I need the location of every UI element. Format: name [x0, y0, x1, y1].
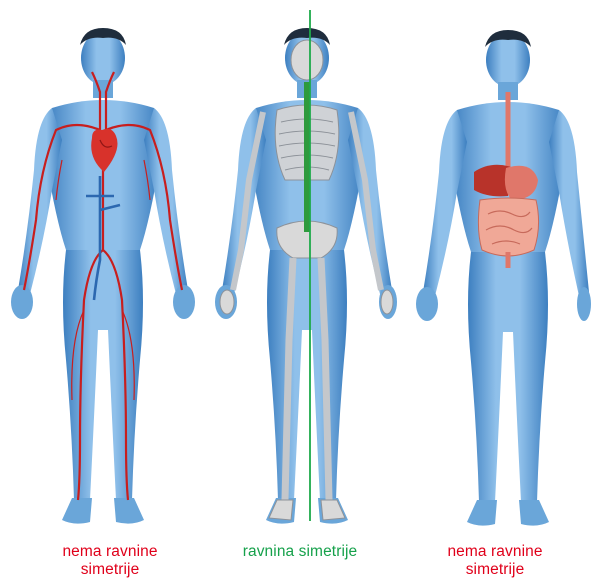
skeletal-system-figure	[197, 0, 397, 540]
caption-digestive-line2: simetrije	[405, 561, 585, 579]
caption-digestive: nema ravnine simetrije	[405, 543, 585, 579]
caption-circulatory: nema ravnine simetrije	[10, 543, 210, 579]
caption-circulatory-line2: simetrije	[10, 561, 210, 579]
caption-skeletal-line1: ravnina simetrije	[205, 543, 395, 561]
body-silhouette	[416, 30, 591, 526]
caption-skeletal: ravnina simetrije	[205, 543, 395, 561]
circulatory-system-figure	[0, 0, 200, 540]
digestive-body-illustration	[396, 0, 591, 540]
digestive-system-figure	[396, 0, 591, 540]
caption-circulatory-line1: nema ravnine	[10, 543, 210, 561]
skeletal-body-illustration	[197, 0, 397, 540]
circulatory-body-illustration	[0, 0, 200, 540]
caption-digestive-line1: nema ravnine	[405, 543, 585, 561]
body-silhouette	[11, 28, 195, 524]
